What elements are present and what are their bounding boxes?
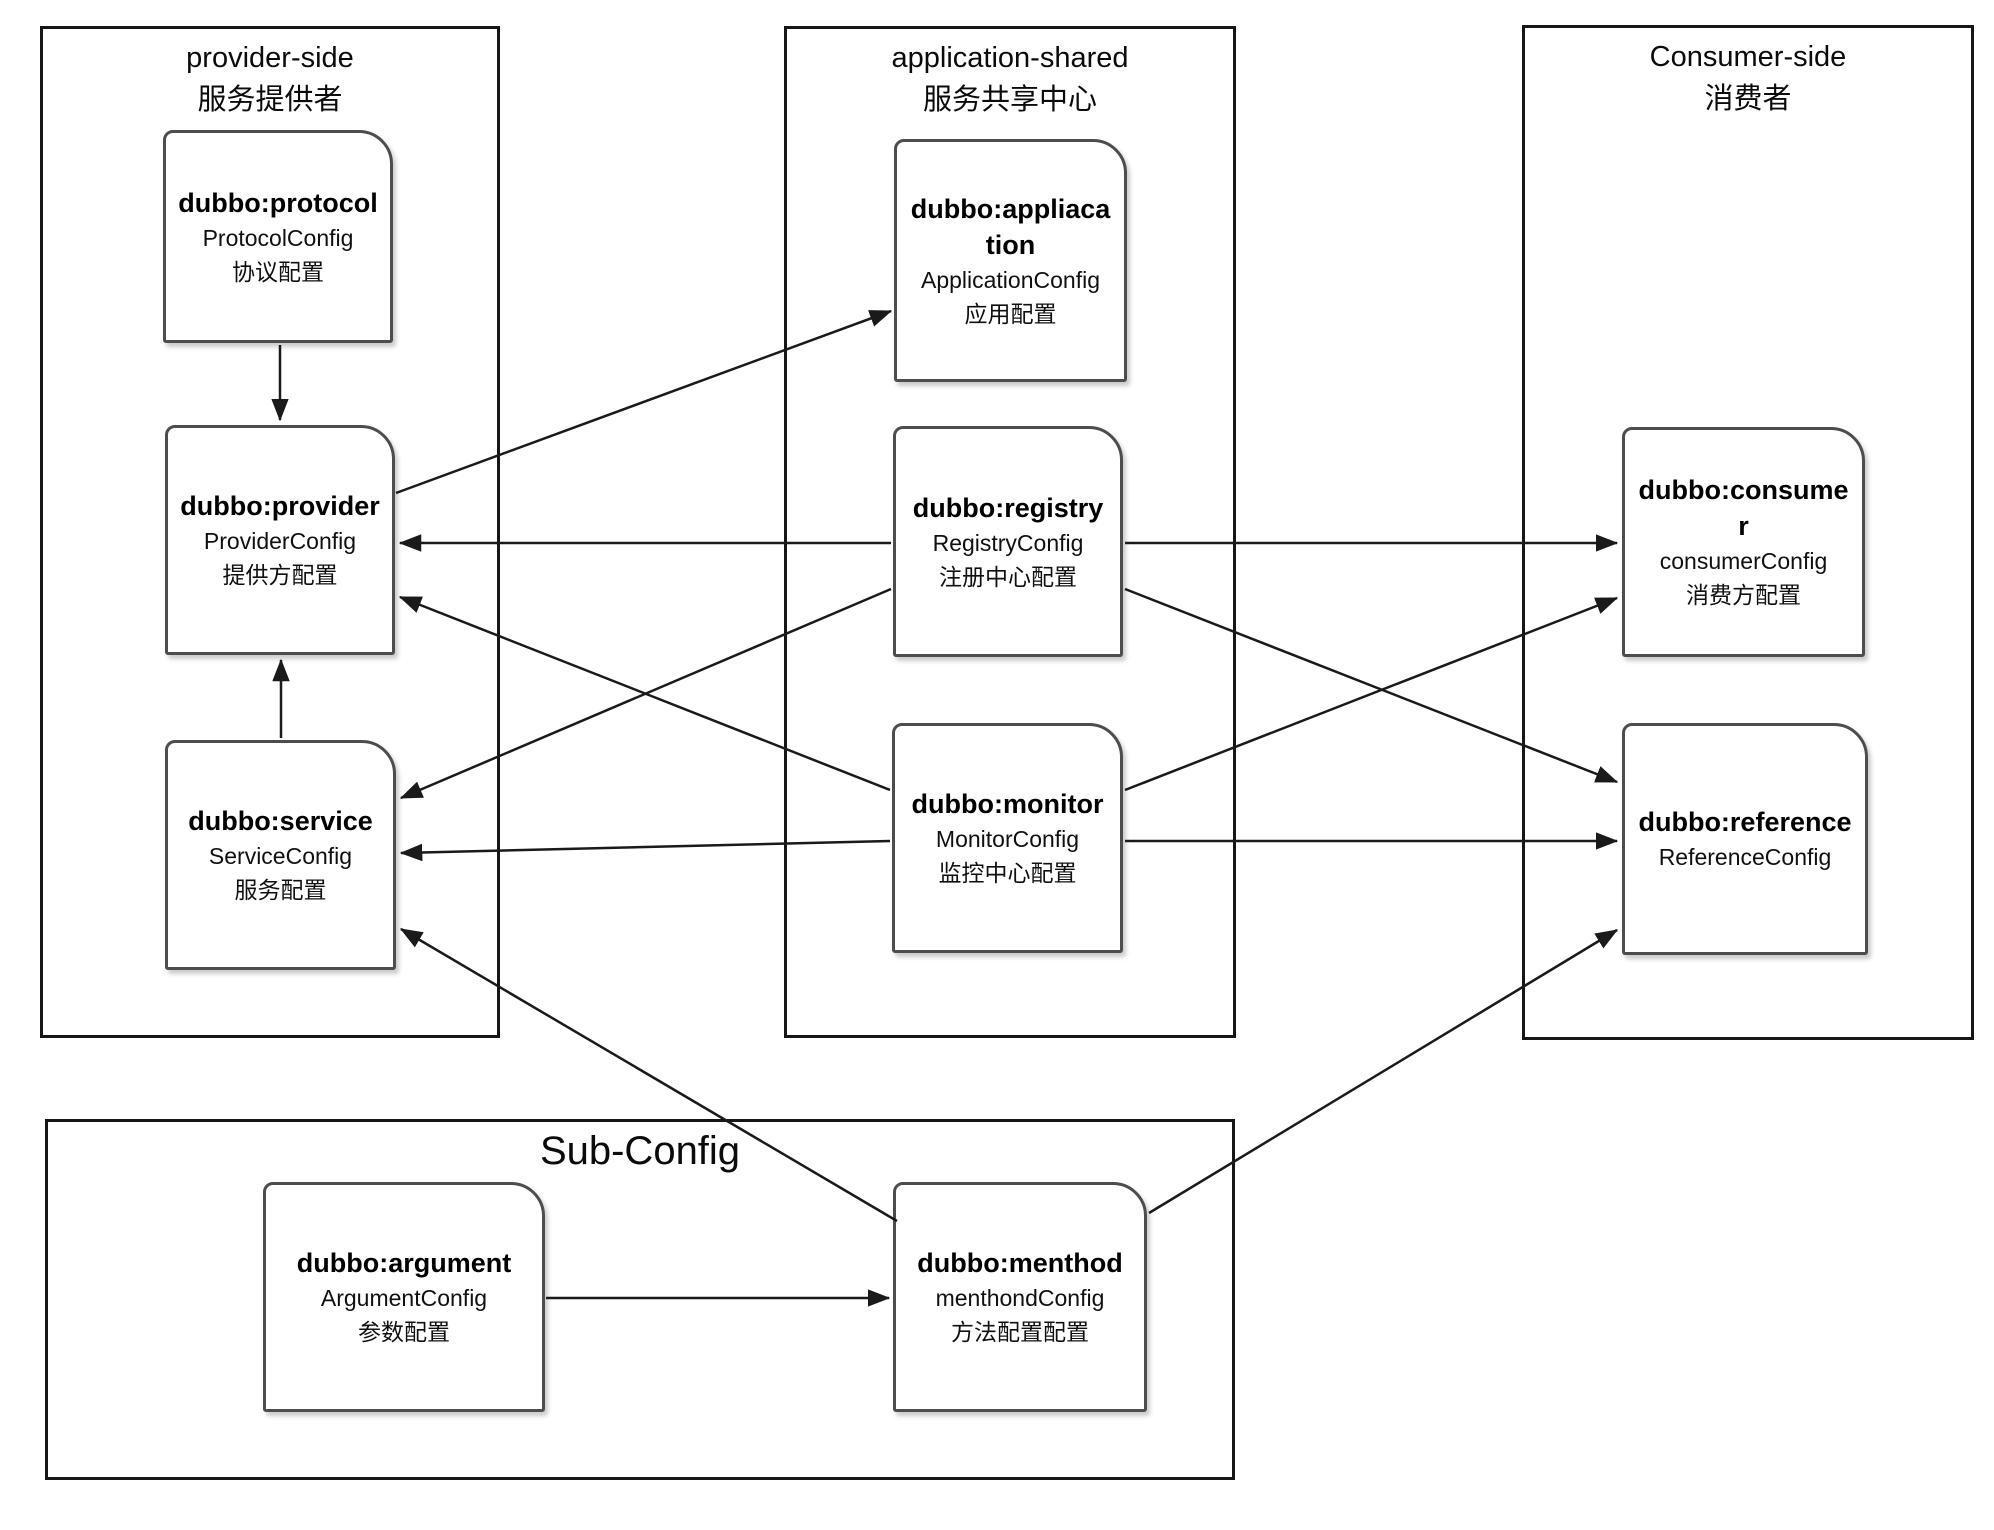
node-label-zh: 服务配置 [234, 877, 327, 903]
node-dubbo-method: dubbo:menthod menthondConfig 方法配置配置 [893, 1182, 1147, 1412]
node-config: ProtocolConfig [202, 224, 354, 251]
node-dubbo-monitor: dubbo:monitor MonitorConfig 监控中心配置 [892, 723, 1123, 953]
node-dubbo-consumer: dubbo:consumer consumerConfig 消费方配置 [1622, 427, 1865, 657]
container-sub-config-header: Sub-Config [48, 1122, 1232, 1174]
node-title: dubbo:consumer [1638, 475, 1849, 541]
container-subtitle: 消费者 [1704, 83, 1792, 115]
node-title: dubbo:menthod [917, 1248, 1123, 1278]
node-title: dubbo:provider [180, 491, 380, 521]
node-config: consumerConfig [1659, 548, 1828, 574]
node-dubbo-service: dubbo:service ServiceConfig 服务配置 [165, 740, 396, 970]
node-label-zh: 注册中心配置 [939, 563, 1077, 590]
container-consumer-side-header: Consumer-side 消费者 [1525, 28, 1971, 120]
node-config: ApplicationConfig [920, 266, 1100, 293]
container-application-shared-header: application-shared 服务共享中心 [787, 29, 1233, 121]
node-config: ProviderConfig [203, 528, 357, 554]
container-application-shared: application-shared 服务共享中心 [784, 26, 1236, 1038]
container-title: Consumer-side [1649, 41, 1847, 73]
node-dubbo-registry: dubbo:registry RegistryConfig 注册中心配置 [893, 426, 1123, 657]
container-subtitle: 服务提供者 [197, 84, 343, 116]
node-title: dubbo:appliacation [910, 193, 1111, 260]
node-label-zh: 提供方配置 [222, 562, 338, 588]
node-config: menthondConfig [935, 1285, 1105, 1311]
container-provider-side-header: provider-side 服务提供者 [43, 29, 497, 121]
node-title: dubbo:service [188, 806, 373, 836]
node-dubbo-reference: dubbo:reference ReferenceConfig [1622, 723, 1868, 955]
node-title: dubbo:reference [1638, 807, 1852, 837]
node-title: dubbo:argument [296, 1248, 512, 1278]
node-label-zh: 方法配置配置 [951, 1319, 1089, 1345]
node-title: dubbo:protocol [178, 187, 378, 218]
node-label-zh: 协议配置 [232, 258, 324, 285]
node-dubbo-protocol: dubbo:protocol ProtocolConfig 协议配置 [163, 130, 393, 343]
node-config: RegistryConfig [932, 529, 1084, 556]
node-dubbo-argument: dubbo:argument ArgumentConfig 参数配置 [263, 1182, 545, 1412]
node-config: ServiceConfig [208, 843, 353, 869]
container-title: provider-side [186, 42, 354, 74]
container-subtitle: 服务共享中心 [922, 84, 1097, 116]
container-title: application-shared [891, 42, 1129, 74]
node-config: ReferenceConfig [1658, 844, 1832, 870]
node-config: MonitorConfig [935, 826, 1080, 852]
container-provider-side: provider-side 服务提供者 [40, 26, 500, 1038]
node-label-zh: 监控中心配置 [938, 860, 1077, 886]
node-dubbo-application: dubbo:appliacation ApplicationConfig 应用配… [894, 139, 1127, 382]
container-consumer-side: Consumer-side 消费者 [1522, 25, 1974, 1040]
node-title: dubbo:monitor [911, 789, 1104, 819]
node-label-zh: 消费方配置 [1686, 582, 1801, 608]
node-label-zh: 参数配置 [358, 1319, 450, 1345]
node-config: ArgumentConfig [320, 1285, 488, 1311]
node-dubbo-provider: dubbo:provider ProviderConfig 提供方配置 [165, 425, 395, 655]
node-title: dubbo:registry [912, 492, 1104, 523]
node-label-zh: 应用配置 [964, 300, 1057, 327]
container-title: Sub-Config [539, 1129, 741, 1173]
